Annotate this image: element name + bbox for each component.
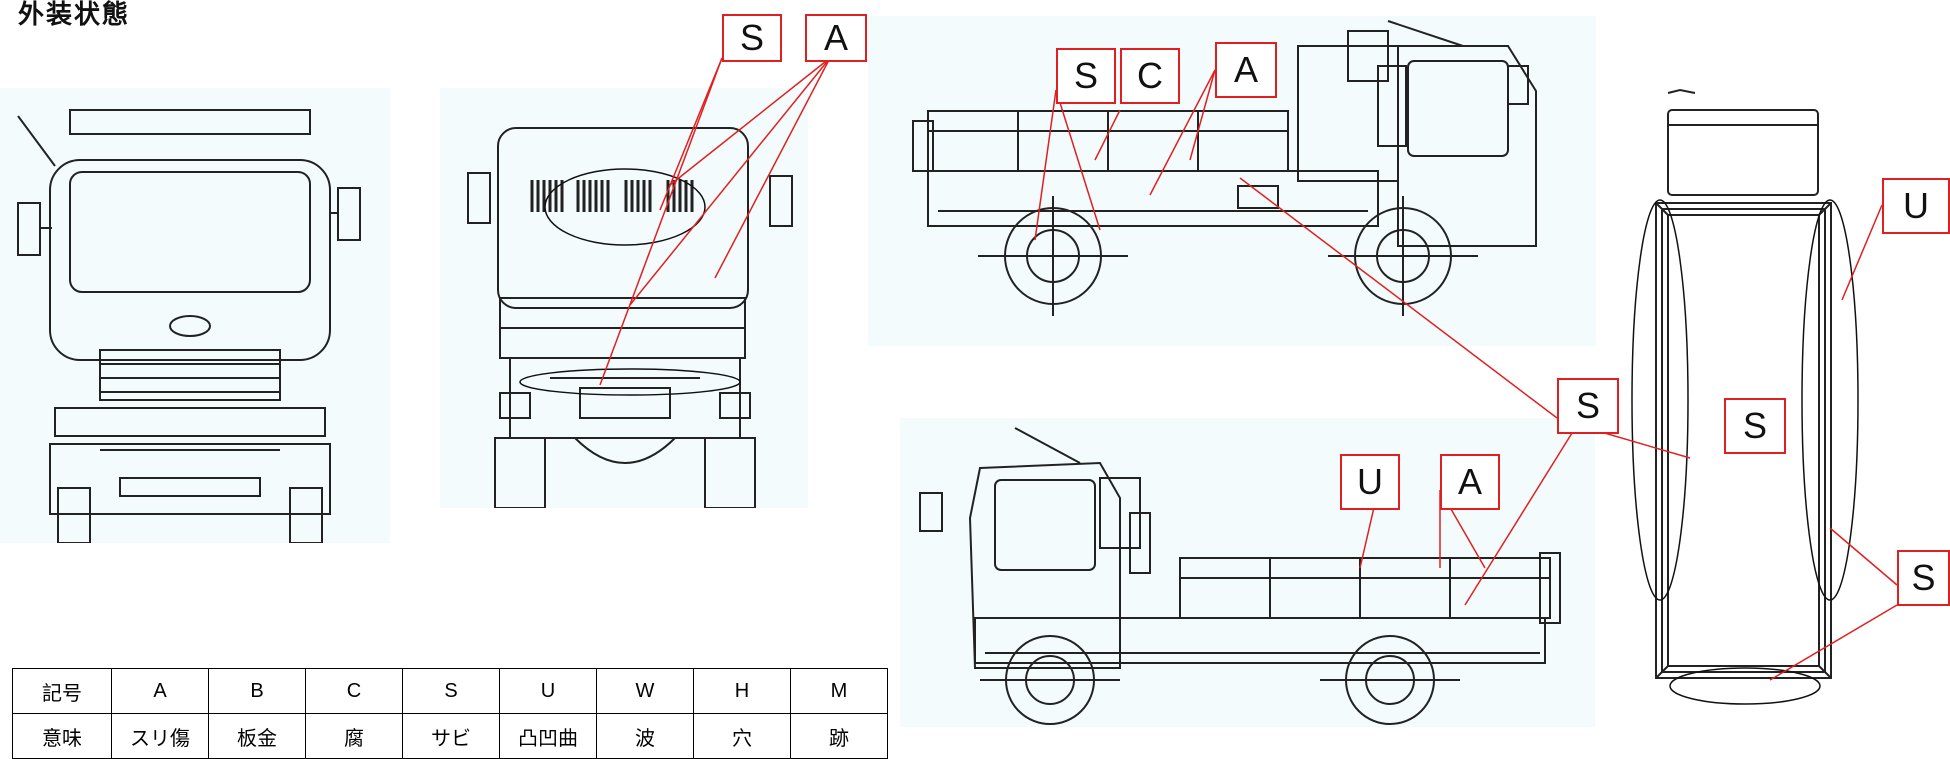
legend-cell: サビ bbox=[402, 713, 500, 759]
tag-bed-u: U bbox=[1882, 178, 1950, 234]
tag-mid-s: S bbox=[1557, 378, 1619, 434]
legend-cell: 波 bbox=[596, 713, 694, 759]
bed-top-view-drawing bbox=[1655, 88, 1832, 679]
front-view-panel bbox=[0, 88, 390, 543]
rear-view-panel bbox=[440, 88, 808, 508]
legend-cell: C bbox=[305, 668, 403, 714]
legend-cell: スリ傷 bbox=[111, 713, 209, 759]
page-title: 外装状態 bbox=[18, 0, 131, 30]
side-view-right-drawing bbox=[919, 427, 1561, 725]
legend-cell: S bbox=[402, 668, 500, 714]
rear-grille-marks bbox=[530, 180, 694, 212]
legend-cell: B bbox=[208, 668, 306, 714]
legend-cell: H bbox=[693, 668, 791, 714]
tag-top-s: S bbox=[722, 14, 782, 62]
legend-cell: 板金 bbox=[208, 713, 306, 759]
tag-bed-s-right: S bbox=[1897, 550, 1950, 606]
front-view-drawing bbox=[17, 109, 361, 543]
legend-cell: 記号 bbox=[12, 668, 112, 714]
tag-side-a: A bbox=[1215, 42, 1277, 98]
tag-side2-a: A bbox=[1440, 454, 1500, 510]
legend-cell: M bbox=[790, 668, 888, 714]
legend-cell: 跡 bbox=[790, 713, 888, 759]
tag-side-s: S bbox=[1056, 48, 1116, 104]
legend-cell: 穴 bbox=[693, 713, 791, 759]
legend-table: 記号 A B C S U W H M 意味 スリ傷 板金 腐 サビ 凸凹曲 波 … bbox=[12, 668, 888, 759]
legend-cell: U bbox=[499, 668, 597, 714]
tag-side2-u: U bbox=[1340, 454, 1400, 510]
tag-bed-s-center: S bbox=[1724, 398, 1786, 454]
tag-top-a: A bbox=[805, 14, 867, 62]
legend-cell: 凸凹曲 bbox=[499, 713, 597, 759]
legend-header-row: 記号 A B C S U W H M bbox=[12, 668, 888, 714]
legend-cell: 腐 bbox=[305, 713, 403, 759]
legend-cell: 意味 bbox=[12, 713, 112, 759]
legend-meaning-row: 意味 スリ傷 板金 腐 サビ 凸凹曲 波 穴 跡 bbox=[12, 713, 888, 759]
legend-cell: A bbox=[111, 668, 209, 714]
legend-cell: W bbox=[596, 668, 694, 714]
tag-side-c: C bbox=[1120, 48, 1180, 104]
rear-view-drawing bbox=[467, 127, 793, 508]
